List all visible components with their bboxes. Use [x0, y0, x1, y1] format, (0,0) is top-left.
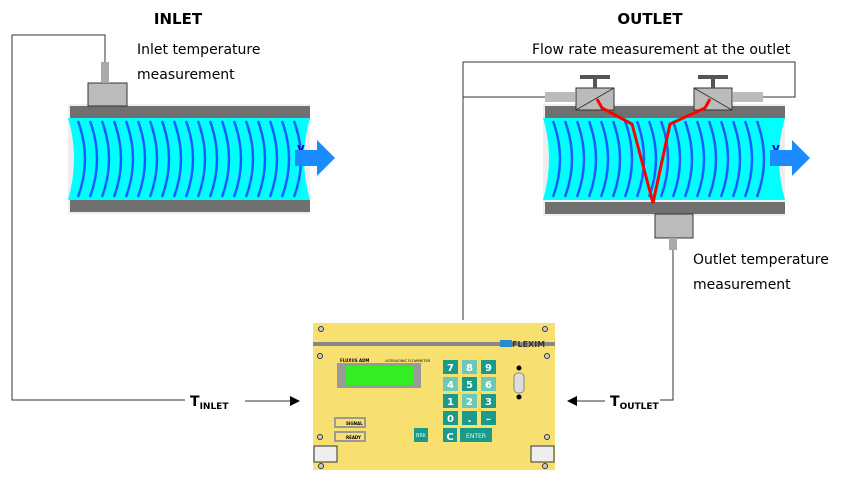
transducer-downstream: [693, 75, 763, 111]
wave-front: [563, 120, 574, 198]
wave-front: [280, 120, 291, 198]
wave-front: [160, 120, 171, 198]
wave-front: [671, 120, 682, 198]
wave-front: [611, 120, 622, 198]
key-label: 2: [466, 397, 473, 408]
outlet-sensor-label-2: measurement: [693, 277, 791, 293]
wave-front: [635, 120, 646, 198]
key-8[interactable]: [481, 394, 496, 408]
key-label: 7: [447, 363, 454, 374]
inlet-sensor-label-1: Inlet temperature: [137, 42, 260, 58]
wave-front: [184, 120, 195, 198]
clear-key[interactable]: [443, 428, 457, 442]
inlet-temperature-sensor: [87, 82, 128, 107]
wave-front: [136, 120, 147, 198]
wires: [11, 34, 796, 402]
outlet-signal-arrow: [567, 396, 577, 406]
brand-logo: FLEXIM: [512, 340, 545, 349]
key-0[interactable]: [443, 360, 458, 374]
wave-front: [208, 120, 219, 198]
outlet-pipe: v: [543, 75, 810, 250]
wave-front: [220, 120, 231, 198]
key-label: 3: [485, 397, 492, 408]
t-outlet-label: TOUTLET: [610, 394, 660, 412]
enter-key[interactable]: [460, 428, 492, 442]
wave-front: [707, 120, 718, 198]
key-7[interactable]: [462, 394, 477, 408]
wave-front: [112, 120, 123, 198]
key-label: –: [486, 414, 491, 425]
key-6[interactable]: [443, 394, 458, 408]
device-subtitle: ULTRASONIC FLOWMETER: [385, 359, 431, 363]
serial-port: [513, 372, 525, 394]
wave-front: [172, 120, 183, 198]
key-label: 8: [466, 363, 473, 374]
wave-front: [148, 120, 159, 198]
key-label: .: [468, 414, 472, 425]
wave-front: [268, 120, 279, 198]
outlet-velocity-label: v: [772, 141, 780, 155]
wave-front: [76, 120, 87, 198]
key-9[interactable]: [443, 411, 458, 425]
brk-key[interactable]: [414, 428, 428, 442]
inlet-signal-arrow: [290, 396, 300, 406]
key-10[interactable]: [462, 411, 477, 425]
wave-front: [683, 120, 694, 198]
wave-front: [719, 120, 730, 198]
key-label: 0: [447, 414, 454, 425]
ready-led: READY: [346, 435, 361, 440]
wave-front: [100, 120, 111, 198]
svg-text:BRK: BRK: [416, 433, 427, 439]
wave-front: [244, 120, 255, 198]
wave-front: [88, 120, 99, 198]
outlet-sensor-label-1: Outlet temperature: [693, 252, 829, 268]
t-inlet-label: TINLET: [190, 394, 229, 412]
key-label: 6: [485, 380, 492, 391]
outlet-title: OUTLET: [617, 10, 683, 28]
inlet-velocity-label: v: [297, 141, 305, 155]
wave-front: [256, 120, 267, 198]
key-label: 4: [447, 380, 454, 391]
key-11[interactable]: [481, 411, 496, 425]
key-label: 5: [466, 380, 473, 391]
inlet-flow-arrow: [295, 140, 335, 176]
key-label: 9: [485, 363, 492, 374]
svg-text:ENTER: ENTER: [466, 433, 486, 440]
key-5[interactable]: [481, 377, 496, 391]
signal-led: SIGNAL: [346, 421, 363, 426]
wave-front: [196, 120, 207, 198]
wave-front: [232, 120, 243, 198]
wave-front: [659, 120, 670, 198]
wave-front: [599, 120, 610, 198]
lcd-display: [346, 366, 414, 385]
key-1[interactable]: [462, 360, 477, 374]
key-4[interactable]: [462, 377, 477, 391]
wave-front: [575, 120, 586, 198]
inlet-sensor-label-2: measurement: [137, 67, 235, 83]
flowmeter-device: FLEXIM FLUXUS ADM ULTRASONIC FLOWMETER 7…: [313, 323, 555, 470]
inlet-title: INLET: [154, 10, 203, 28]
device-model: FLUXUS ADM: [340, 358, 369, 363]
transducer-upstream: [545, 75, 615, 111]
svg-text:C: C: [446, 432, 453, 443]
outlet-temperature-sensor: [654, 213, 694, 239]
wave-front: [124, 120, 135, 198]
wave-front: [587, 120, 598, 198]
wave-front: [695, 120, 706, 198]
flow-rate-label: Flow rate measurement at the outlet: [532, 42, 791, 58]
wave-front: [551, 120, 562, 198]
ultrasonic-beam: [595, 98, 712, 204]
wave-front: [731, 120, 742, 198]
key-3[interactable]: [443, 377, 458, 391]
wave-front: [647, 120, 658, 198]
outlet-flow-arrow: [770, 140, 810, 176]
key-2[interactable]: [481, 360, 496, 374]
wave-front: [755, 120, 766, 198]
wave-front: [743, 120, 754, 198]
wave-front: [623, 120, 634, 198]
key-label: 1: [447, 397, 454, 408]
inlet-pipe: v: [68, 62, 335, 214]
